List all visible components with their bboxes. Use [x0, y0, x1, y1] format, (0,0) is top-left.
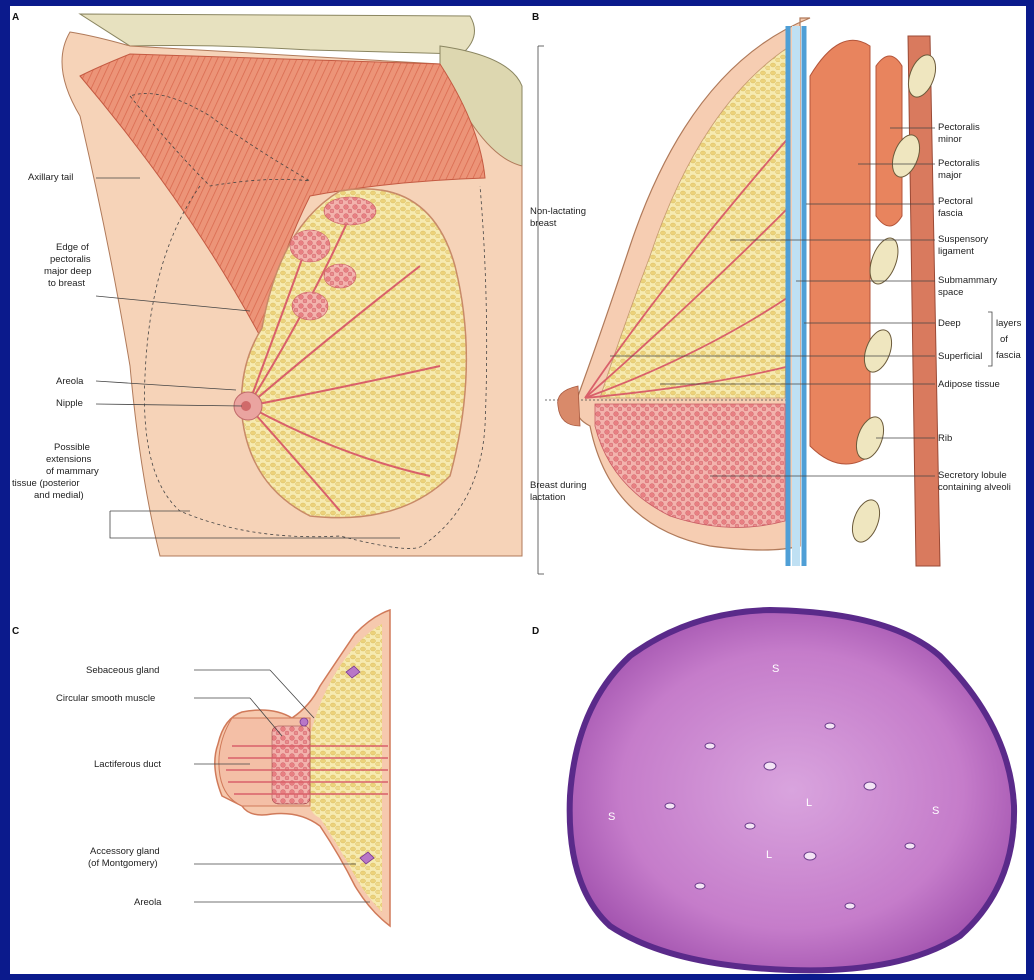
label-secretory-2: containing alveoli	[938, 482, 1011, 493]
breast-b-lactating	[595, 404, 785, 527]
label-circular: Circular smooth muscle	[56, 693, 155, 704]
label-areola-c: Areola	[134, 897, 162, 908]
label-edge-4: to breast	[48, 278, 85, 289]
panel-b: B	[530, 12, 1022, 574]
circular-muscle-c	[272, 726, 310, 804]
label-lactiferous: Lactiferous duct	[94, 759, 161, 770]
label-s3: S	[932, 805, 939, 817]
label-lact-2: lactation	[530, 492, 565, 503]
label-nipple: Nipple	[56, 398, 83, 409]
label-lact-1: Breast during	[530, 480, 587, 491]
pec-major-b	[810, 40, 870, 464]
label-pec-minor-1: Pectoralis	[938, 122, 980, 133]
label-susp-1: Suspensory	[938, 234, 988, 245]
panel-b-letter: B	[532, 12, 539, 23]
figure-frame: A	[10, 6, 1026, 974]
label-edge-2: pectoralis	[50, 254, 91, 265]
label-pec-major-2: major	[938, 170, 962, 181]
histology-section	[570, 610, 1014, 970]
chest-wall-b	[908, 36, 940, 566]
label-nonlact-1: Non-lactating	[530, 206, 586, 217]
panel-a-letter: A	[12, 12, 19, 23]
label-superficial: Superficial	[938, 351, 982, 362]
label-accessory-1: Accessory gland	[90, 846, 160, 857]
label-ext-1: Possible	[54, 442, 90, 453]
panel-a: A	[12, 12, 522, 556]
panel-d: D S S S L L	[532, 610, 1014, 970]
label-ext-4: tissue (posterior	[12, 478, 80, 489]
panel-c-letter: C	[12, 626, 19, 637]
label-pec-major-1: Pectoralis	[938, 158, 980, 169]
label-layers-2: of	[1000, 334, 1008, 345]
label-layers-1: layers	[996, 318, 1022, 329]
panel-d-letter: D	[532, 626, 539, 637]
label-areola-a: Areola	[56, 376, 84, 387]
label-submam-1: Submammary	[938, 275, 997, 286]
label-pec-fascia-1: Pectoral	[938, 196, 973, 207]
label-susp-2: ligament	[938, 246, 974, 257]
label-layers-3: fascia	[996, 350, 1022, 361]
pec-minor-b	[876, 56, 902, 226]
label-pec-minor-2: minor	[938, 134, 962, 145]
label-secretory-1: Secretory lobule	[938, 470, 1007, 481]
nipple-b	[558, 386, 580, 426]
label-edge-1: Edge of	[56, 242, 89, 253]
label-pec-fascia-2: fascia	[938, 208, 964, 219]
label-accessory-2: (of Montgomery)	[88, 858, 158, 869]
label-ext-2: extensions	[46, 454, 92, 465]
nipple-a	[241, 401, 251, 411]
label-s1: S	[772, 663, 779, 675]
panel-c: C	[12, 610, 390, 926]
label-edge-3: major deep	[44, 266, 92, 277]
label-nonlact-2: breast	[530, 218, 557, 229]
label-axillary-tail: Axillary tail	[28, 172, 73, 183]
label-s2: S	[608, 811, 615, 823]
label-l1: L	[806, 797, 812, 809]
label-sebaceous: Sebaceous gland	[86, 665, 159, 676]
label-l2: L	[766, 849, 772, 861]
label-deep: Deep	[938, 318, 961, 329]
breast-b-fat	[600, 46, 790, 398]
label-ext-5: and medial)	[34, 490, 84, 501]
label-adipose: Adipose tissue	[938, 379, 1000, 390]
label-submam-2: space	[938, 287, 963, 298]
label-rib: Rib	[938, 433, 952, 444]
label-ext-3: of mammary	[46, 466, 99, 477]
anatomy-figure: A	[10, 6, 1026, 974]
